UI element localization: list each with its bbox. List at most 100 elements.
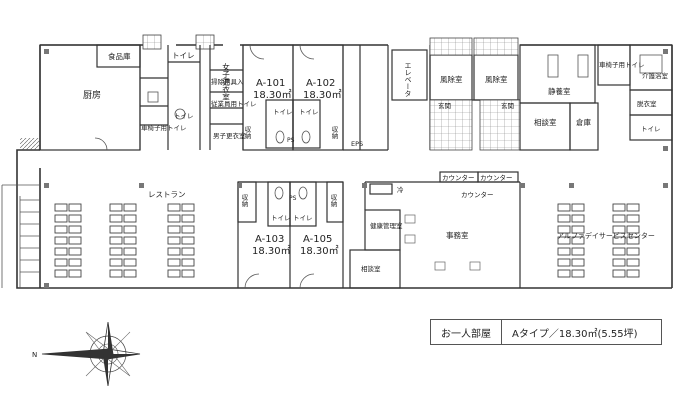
label-emp-toilet: 従業員用トイレ — [211, 99, 257, 108]
entry-tile-top-left — [142, 34, 162, 50]
label-consult-room-right: 相談室 — [534, 117, 557, 127]
restaurant-table — [68, 258, 82, 267]
service-center-table — [557, 269, 571, 278]
restaurant-table — [167, 258, 181, 267]
service-center-table — [571, 214, 585, 223]
service-center-table — [571, 258, 585, 267]
service-center-table — [626, 203, 640, 212]
restaurant-table — [68, 269, 82, 278]
column — [569, 183, 574, 188]
label-bath1: 風除室 — [440, 74, 463, 84]
restaurant-table — [109, 236, 123, 245]
label-counter2: カウンター — [480, 173, 513, 182]
label-care-bath: 介護浴室 — [642, 71, 669, 80]
label-bath2: 風除室 — [485, 74, 508, 84]
label-warehouse: 倉庫 — [576, 117, 591, 127]
service-center-table — [612, 269, 626, 278]
label-restaurant: レストラン — [148, 190, 186, 199]
service-center-table — [612, 203, 626, 212]
label-counter1: カウンター — [442, 173, 475, 182]
restaurant-table — [68, 214, 82, 223]
restaurant-table — [123, 258, 137, 267]
restaurant-table — [54, 247, 68, 256]
label-office: 事務室 — [446, 230, 469, 240]
column — [44, 183, 49, 188]
upper-entrance-tile-1 — [429, 37, 473, 56]
kitchen-door-arc — [94, 137, 108, 151]
legend-unit-label: お一人部屋 — [441, 328, 491, 340]
restaurant-table — [167, 236, 181, 245]
restaurant-table — [167, 269, 181, 278]
service-center-table — [571, 225, 585, 234]
label-entrance1: 玄関 — [438, 101, 451, 110]
toilet-right-room — [629, 114, 673, 141]
label-men-changing: 男子更衣室 — [213, 131, 246, 140]
label-a105-storage: 収納 — [329, 194, 337, 209]
service-center-table — [571, 269, 585, 278]
label-kitchen: 厨房 — [83, 89, 101, 101]
label-a103-toilet: トイレ — [271, 214, 291, 222]
column — [520, 183, 525, 188]
restaurant-table — [109, 269, 123, 278]
column — [44, 283, 49, 288]
label-toile-right: トイレ — [641, 125, 661, 133]
label-toile-top: トイレ — [172, 51, 195, 60]
restaurant-table — [123, 203, 137, 212]
restaurant-table — [54, 258, 68, 267]
label-a101-storage: 収納 — [243, 126, 251, 141]
column — [237, 183, 242, 188]
restaurant-table — [181, 269, 195, 278]
label-a102-name: A-102 — [306, 78, 335, 89]
restaurant-table — [68, 203, 82, 212]
restaurant-table — [123, 225, 137, 234]
restaurant-table — [109, 247, 123, 256]
label-health-room: 健康管理室 — [370, 221, 403, 230]
restaurant-table — [54, 214, 68, 223]
restaurant-table — [123, 269, 137, 278]
label-a103-area: 18.30㎡ — [252, 245, 291, 257]
label-a105-area: 18.30㎡ — [300, 245, 339, 257]
unit-a103-closet — [237, 181, 257, 223]
column — [362, 183, 367, 188]
restaurant-table — [181, 225, 195, 234]
label-a105-toilet: トイレ — [293, 214, 313, 222]
service-center-table — [557, 247, 571, 256]
legend-unit-type: Aタイプ／18.30㎡(5.55坪) — [512, 328, 638, 340]
office-desks — [404, 214, 481, 271]
column — [663, 49, 668, 54]
service-center-table — [612, 247, 626, 256]
restaurant-table — [181, 203, 195, 212]
label-a102-area: 18.30㎡ — [303, 89, 342, 101]
outer-walls — [16, 44, 673, 289]
service-center-table — [557, 258, 571, 267]
service-center-table — [557, 203, 571, 212]
restaurant-table — [181, 258, 195, 267]
compass-north-label: N — [32, 351, 37, 359]
column — [44, 49, 49, 54]
label-a101-name: A-101 — [256, 78, 285, 89]
service-center-table — [626, 214, 640, 223]
label-elevator: エレベータ — [404, 62, 412, 97]
label-a101-ps: PS — [287, 137, 295, 144]
label-cleaning: 掃除用具入 — [211, 77, 244, 86]
service-center-table — [626, 247, 640, 256]
health-room — [364, 209, 401, 251]
label-consult-room: 相談室 — [361, 264, 381, 273]
service-center-table — [571, 247, 585, 256]
service-center-table — [626, 269, 640, 278]
restaurant-table — [167, 214, 181, 223]
entrance-tile-1 — [429, 99, 473, 151]
restaurant-table — [68, 247, 82, 256]
service-center-table — [557, 225, 571, 234]
restaurant-table — [109, 203, 123, 212]
consult-room — [349, 249, 401, 289]
service-center-table — [626, 258, 640, 267]
service-center-table — [612, 225, 626, 234]
elevator-shaft — [391, 49, 428, 101]
restaurant-table — [68, 225, 82, 234]
label-shokuhinko: 食品庫 — [108, 51, 131, 61]
unit-a105-bath — [289, 181, 317, 227]
service-center-tables — [557, 203, 640, 278]
label-wheelchair-toilet-left: 車椅子用トイレ — [141, 123, 187, 132]
